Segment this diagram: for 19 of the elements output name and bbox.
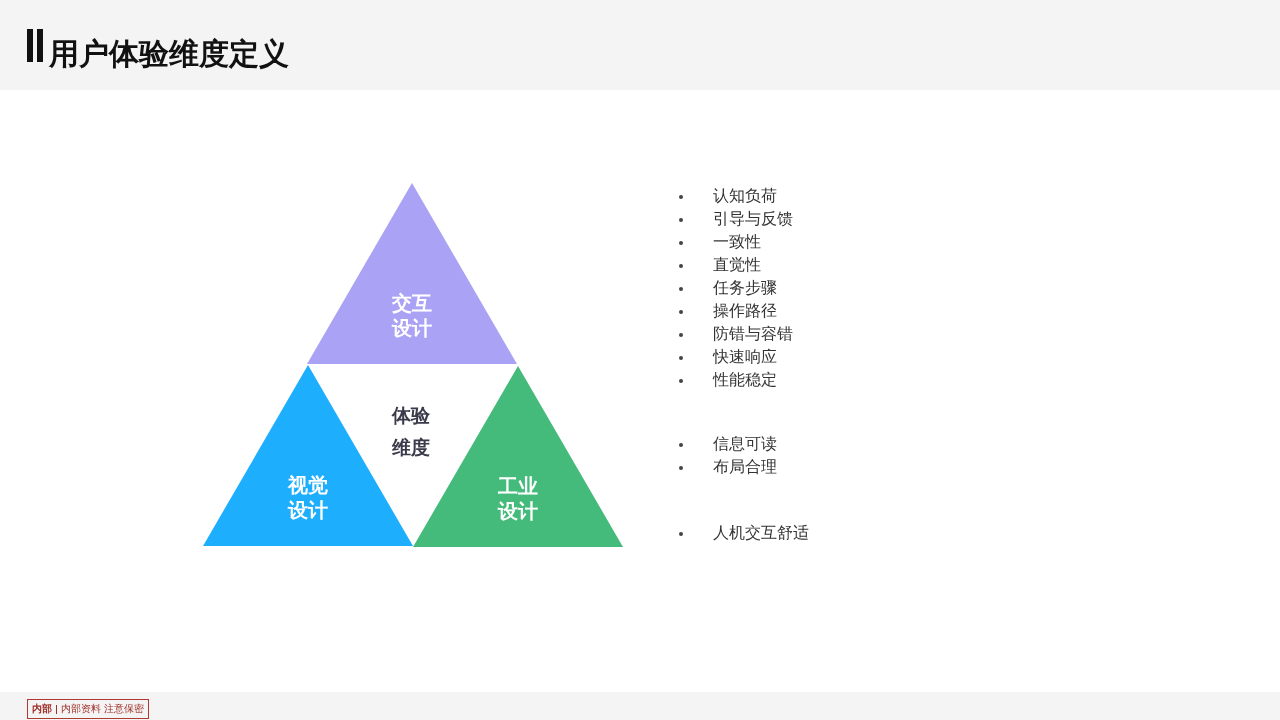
list-item: 认知负荷 bbox=[713, 186, 777, 207]
slide-title: 用户体验维度定义 bbox=[49, 35, 289, 73]
list-item: 操作路径 bbox=[713, 301, 777, 322]
list-item: 引导与反馈 bbox=[713, 209, 793, 230]
list-item: 布局合理 bbox=[713, 457, 777, 478]
dimension-label: 工业设计 bbox=[497, 474, 539, 524]
list-item: 快速响应 bbox=[713, 347, 777, 368]
dimension-label: 交互设计 bbox=[391, 291, 433, 341]
list-item: 任务步骤 bbox=[713, 278, 777, 299]
center-label: 体验维度 bbox=[391, 403, 431, 460]
list-item: 信息可读 bbox=[713, 434, 777, 455]
dimension-label: 视觉设计 bbox=[287, 473, 329, 523]
list-item: 直觉性 bbox=[713, 255, 761, 276]
stamp-text: 内部资料 注意保密 bbox=[61, 702, 145, 716]
stamp-text: 内部 bbox=[32, 702, 52, 716]
list-item: 人机交互舒适 bbox=[713, 523, 809, 544]
list-item: 防错与容错 bbox=[713, 324, 793, 345]
list-item: 性能稳定 bbox=[713, 370, 777, 391]
list-item: 一致性 bbox=[713, 232, 761, 253]
